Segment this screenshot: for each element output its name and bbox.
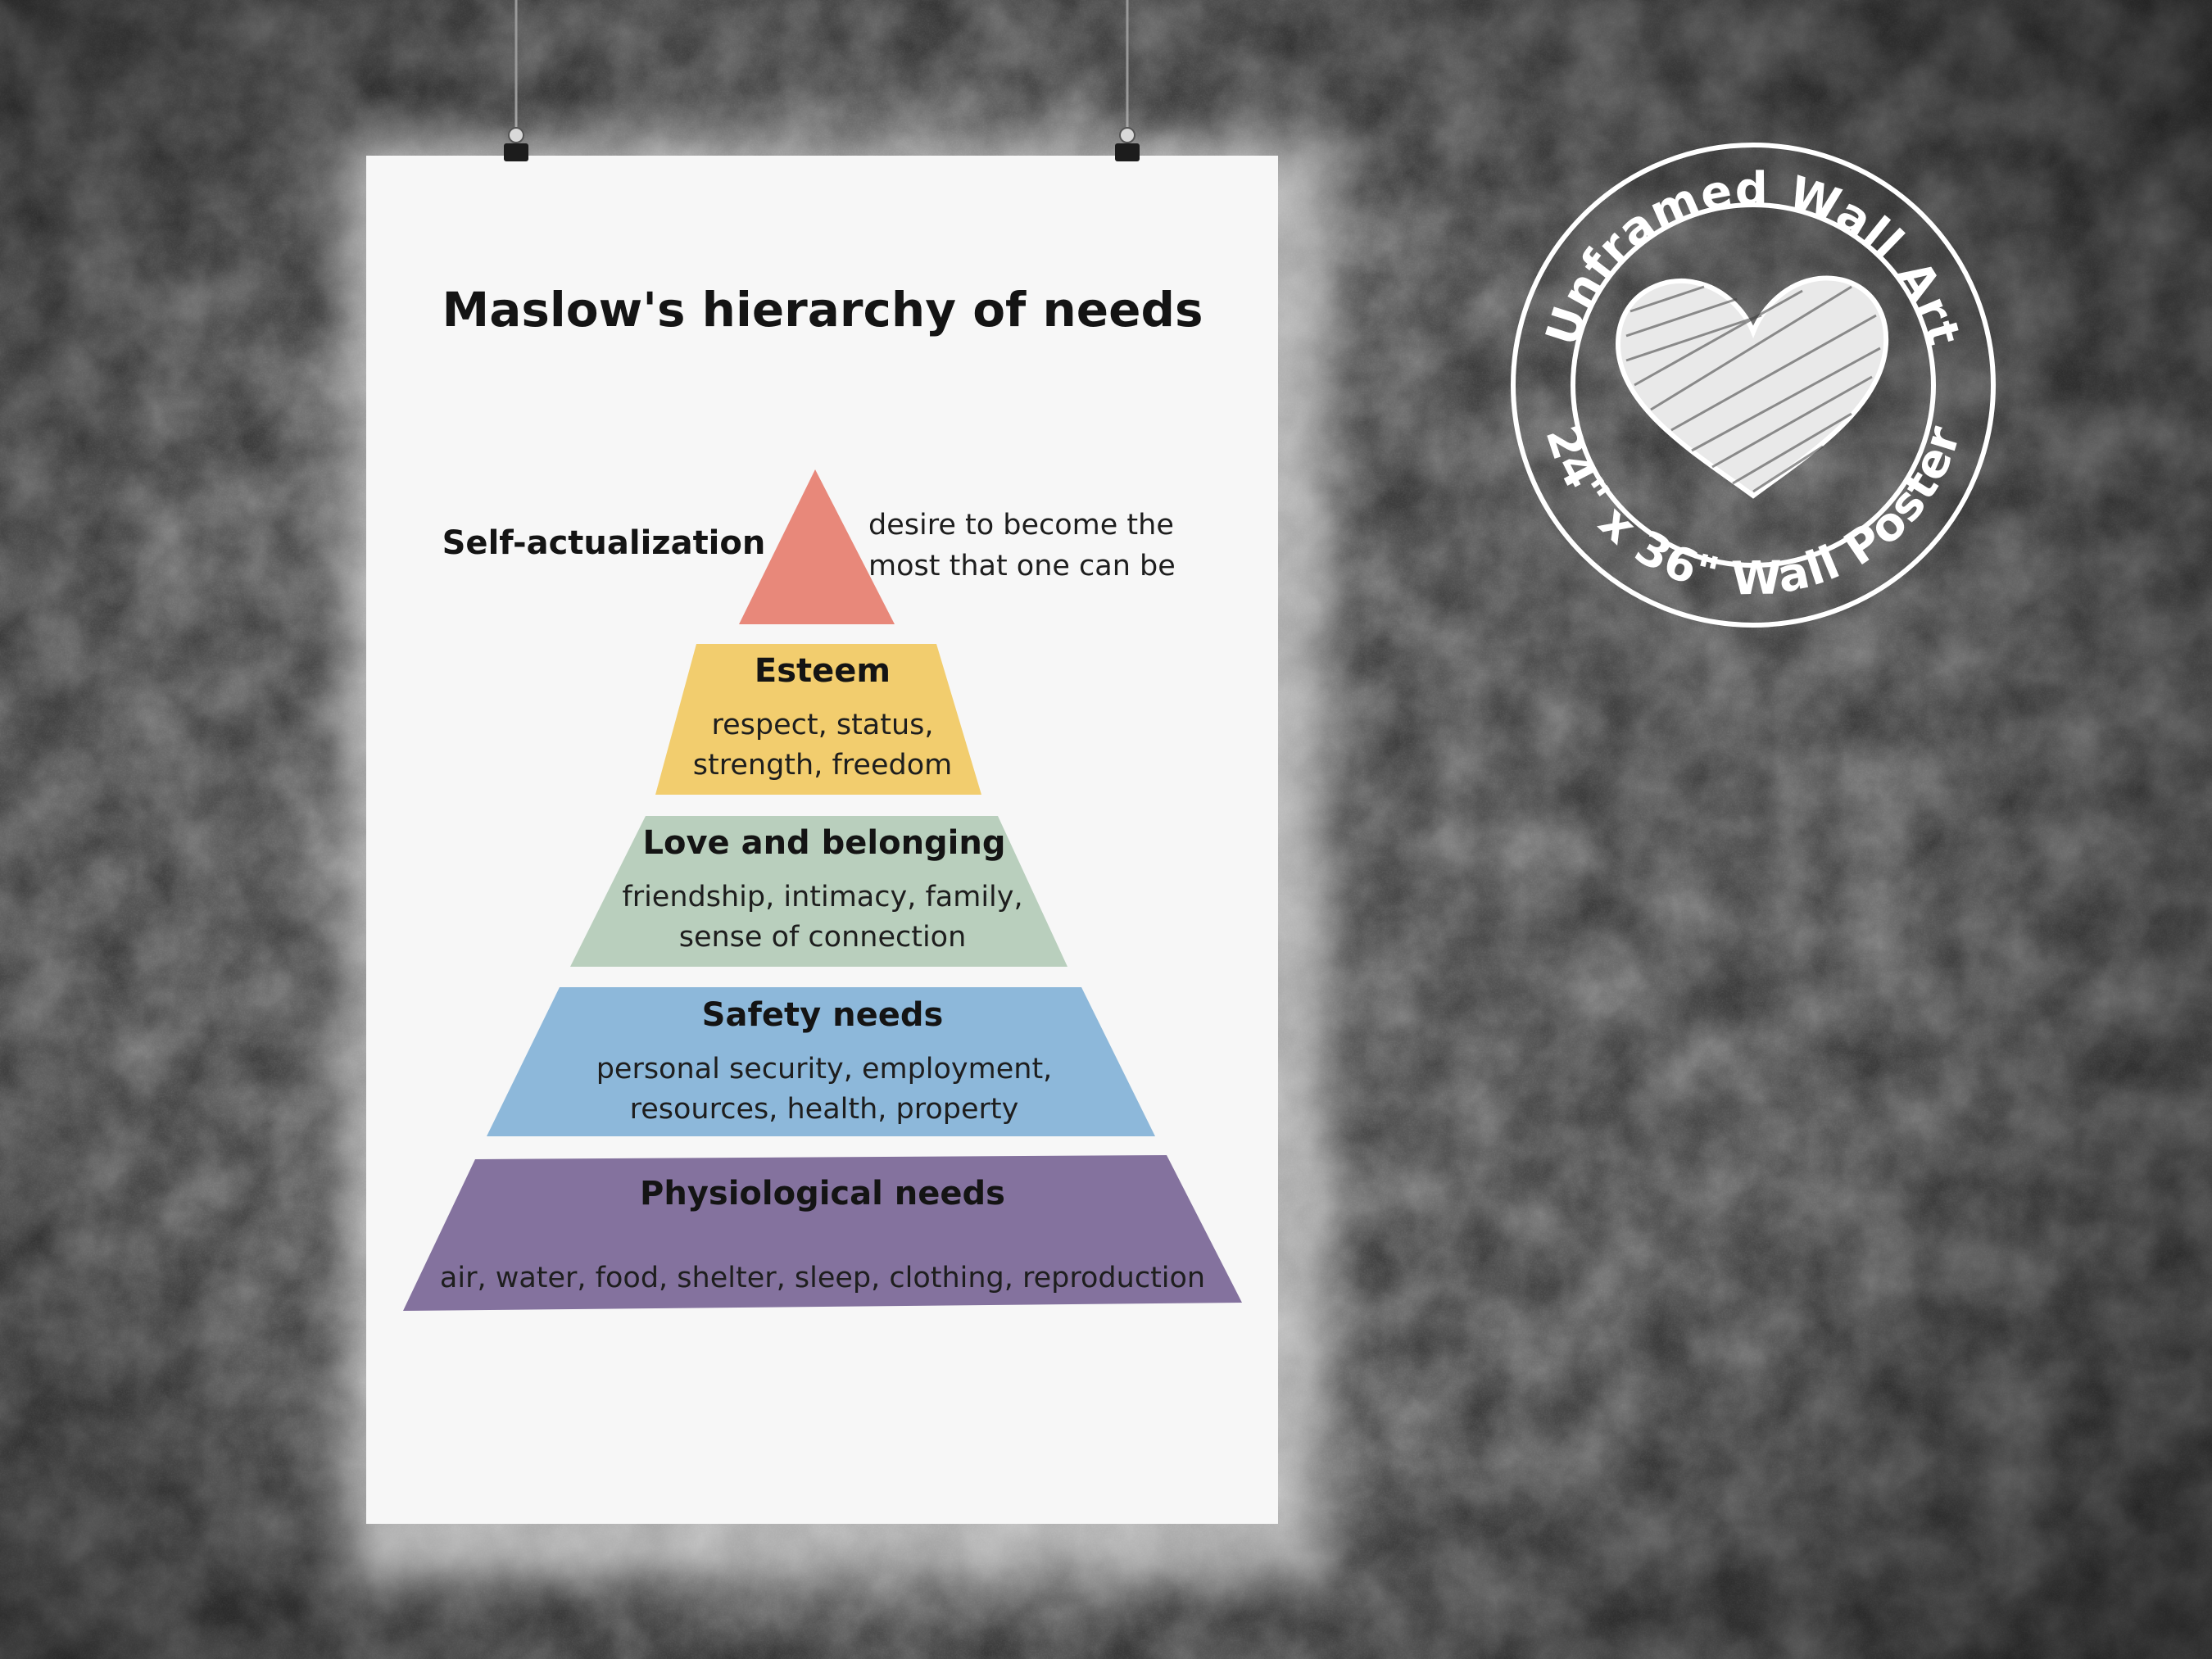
level-label: Physiological needs xyxy=(640,1175,1005,1213)
pyramid-tier-shape xyxy=(487,987,1155,1136)
pyramid-tier-shape xyxy=(570,816,1067,967)
pyramid-level-self-actualization: Self-actualization desire to become the … xyxy=(442,469,1176,624)
stamp-inner-ring xyxy=(1571,202,1936,568)
level-description-line: friendship, intimacy, family, xyxy=(622,881,1022,913)
pyramid-level-safety-needs: Safety needs personal security, employme… xyxy=(487,987,1155,1136)
level-label: Safety needs xyxy=(702,996,944,1034)
level-label: Love and belonging xyxy=(642,824,1005,862)
level-description-line: resources, health, property xyxy=(630,1093,1019,1126)
heart-icon xyxy=(1615,275,1889,499)
level-description-line: strength, freedom xyxy=(693,749,952,782)
level-label: Self-actualization xyxy=(442,524,766,562)
level-description-line: personal security, employment, xyxy=(596,1053,1053,1086)
clip-left xyxy=(504,127,528,161)
poster-title: Maslow's hierarchy of needs xyxy=(442,282,1203,338)
pyramid-tier-shape xyxy=(655,644,981,795)
level-description-line: most that one can be xyxy=(868,550,1176,582)
level-description-line: air, water, food, shelter, sleep, clothi… xyxy=(440,1262,1205,1294)
clip-right xyxy=(1115,127,1140,161)
stamp-outer-ring xyxy=(1511,143,1996,628)
pyramid-tier-shape xyxy=(739,469,895,624)
level-description-line: respect, status, xyxy=(711,709,933,741)
pyramid-level-esteem: Esteem respect, status, strength, freedo… xyxy=(655,644,981,795)
level-description-line: desire to become the xyxy=(868,509,1174,542)
level-label: Esteem xyxy=(755,652,891,690)
pyramid-level-physiological-needs: Physiological needs air, water, food, sh… xyxy=(403,1155,1242,1311)
pyramid-tier-shape xyxy=(403,1155,1242,1311)
pyramid-level-love-and-belonging: Love and belonging friendship, intimacy,… xyxy=(570,816,1067,967)
level-description-line: sense of connection xyxy=(679,921,967,954)
